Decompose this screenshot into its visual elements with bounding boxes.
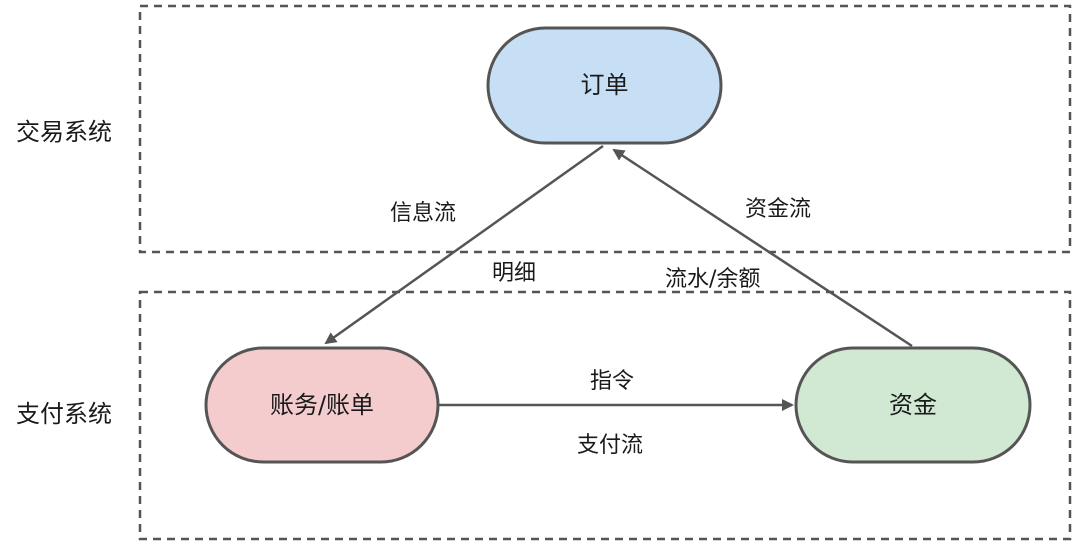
edge-funds-to-order — [612, 148, 913, 348]
trade-system-zone — [138, 4, 1072, 254]
ledger-node: 账务/账单 — [204, 346, 440, 464]
order-node: 订单 — [486, 26, 723, 145]
statement-balance-label: 流水/余额 — [665, 267, 760, 292]
order-node-label: 订单 — [581, 71, 629, 99]
info-flow-label: 信息流 — [390, 201, 456, 226]
detail-label: 明细 — [492, 261, 536, 286]
ledger-node-shape — [204, 346, 440, 464]
payment-flow-label: 支付流 — [577, 433, 643, 458]
ledger-node-label: 账务/账单 — [270, 391, 374, 419]
edge-order-to-ledger — [324, 144, 604, 345]
funds-node-label: 资金 — [889, 391, 937, 419]
order-node-shape — [486, 26, 723, 145]
trade-system-label: 交易系统 — [16, 118, 112, 146]
fund-flow-label: 资金流 — [745, 197, 811, 222]
payment-system-label: 支付系统 — [16, 400, 112, 428]
funds-node: 资金 — [794, 346, 1032, 464]
payment-system-zone — [138, 290, 1072, 541]
instruction-label: 指令 — [590, 369, 634, 394]
funds-node-shape — [794, 346, 1032, 464]
